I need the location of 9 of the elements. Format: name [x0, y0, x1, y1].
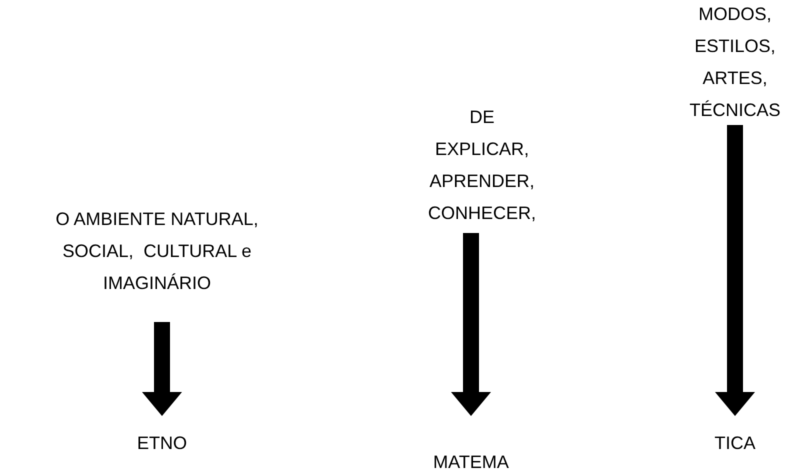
node-label: ETNO	[136, 432, 187, 455]
node-label: DE EXPLICAR, APRENDER, CONHECER,	[426, 106, 537, 225]
arrow	[142, 322, 182, 416]
node-label: MATEMA	[433, 451, 509, 470]
arrow	[715, 125, 755, 416]
arrow	[451, 233, 491, 416]
node-label: TICA	[714, 432, 756, 455]
node-label: MODOS, ESTILOS, ARTES, TÉCNICAS	[688, 3, 782, 122]
node-label: O AMBIENTE NATURAL, SOCIAL, CULTURAL e IMAGINÁRIO	[54, 208, 260, 295]
